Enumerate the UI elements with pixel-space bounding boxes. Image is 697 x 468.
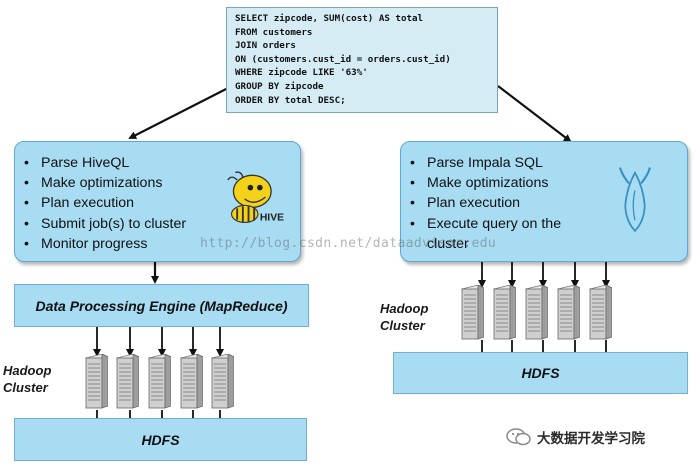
impala-step: Make optimizations <box>401 173 687 193</box>
hive-logo-text: HIVE <box>260 213 284 224</box>
impala-hdfs-bar: HDFS <box>393 352 688 394</box>
sql-line: WHERE zipcode LIKE '63%' <box>235 67 368 79</box>
engine-to-servers-arrows <box>93 327 224 357</box>
hive-steps-list: Parse HiveQL Make optimizations Plan exe… <box>15 153 300 254</box>
server-icon <box>589 285 612 340</box>
mapreduce-engine-bar: Data Processing Engine (MapReduce) <box>14 284 309 327</box>
server-icon <box>493 285 516 340</box>
sql-line: GROUP BY zipcode <box>235 80 324 92</box>
impala-steps-list: Parse Impala SQL Make optimizations Plan… <box>401 153 687 254</box>
server-icon <box>180 354 203 409</box>
impala-cluster-label-line: Cluster <box>380 318 425 333</box>
hive-cluster-label: Hadoop Cluster <box>3 362 51 396</box>
footer-brand-text: 大数据开发学习院 <box>537 431 645 446</box>
server-icon <box>85 354 108 409</box>
hive-cluster-label-line: Hadoop <box>3 363 52 378</box>
sql-query-box: SELECT zipcode, SUM(cost) AS total FROM … <box>226 7 498 113</box>
sql-line: ORDER BY total DESC; <box>235 94 346 106</box>
server-icon <box>525 285 548 340</box>
sql-line: JOIN orders <box>235 40 296 52</box>
sql-line: FROM customers <box>235 26 313 38</box>
impala-to-servers-arrows <box>478 262 610 288</box>
server-icon <box>148 354 171 409</box>
impala-step: Parse Impala SQL <box>401 153 687 173</box>
sql-line: SELECT zipcode, SUM(cost) AS total <box>235 13 424 24</box>
hive-step: Parse HiveQL <box>15 153 300 173</box>
hive-step: Submit job(s) to cluster <box>15 214 300 234</box>
hive-steps-panel: Parse HiveQL Make optimizations Plan exe… <box>14 141 301 262</box>
sql-to-impala-arrow <box>497 85 572 143</box>
sql-line: ON (customers.cust_id = orders.cust_id) <box>235 53 451 65</box>
server-icon <box>557 285 580 340</box>
impala-cluster-label-line: Hadoop <box>380 301 429 316</box>
footer-brand: 大数据开发学习院 <box>506 427 645 447</box>
hive-step: Monitor progress <box>15 234 300 254</box>
wechat-icon <box>506 428 531 446</box>
server-icon <box>211 354 234 409</box>
hive-step: Make optimizations <box>15 173 300 193</box>
hive-step: Plan execution <box>15 193 300 213</box>
impala-step: Plan execution <box>401 193 687 213</box>
impala-antelope-logo-icon <box>619 167 651 233</box>
server-icon <box>461 285 484 340</box>
impala-cluster-label: Hadoop Cluster <box>380 300 428 334</box>
hive-bee-logo-icon: HIVE <box>227 171 284 224</box>
url-watermark: http://blog.csdn.net/dataadvisor.edu <box>200 236 497 251</box>
hive-cluster-label-line: Cluster <box>3 380 48 395</box>
hive-hdfs-bar: HDFS <box>14 418 307 461</box>
server-icon <box>116 354 139 409</box>
impala-steps-panel: Parse Impala SQL Make optimizations Plan… <box>400 141 688 262</box>
impala-step: Execute query on the cluster <box>401 214 587 254</box>
sql-to-hive-arrow <box>128 85 233 139</box>
